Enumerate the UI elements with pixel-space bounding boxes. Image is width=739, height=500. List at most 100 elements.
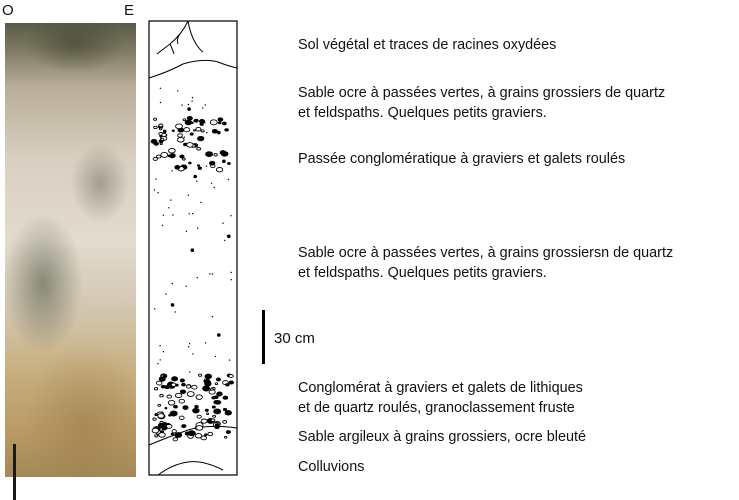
pebble: [195, 434, 201, 438]
pebble: [197, 415, 201, 418]
pebble: [168, 400, 175, 405]
pebble: [159, 124, 163, 127]
sand-dot: [168, 207, 169, 208]
pebble: [212, 406, 215, 408]
pebble: [218, 122, 221, 124]
pebble: [152, 428, 159, 433]
sand-dot: [159, 345, 160, 346]
pebble: [169, 148, 176, 153]
pebble: [173, 438, 177, 441]
sand-dot: [206, 132, 207, 133]
sand-dot: [172, 283, 173, 284]
sand-dot: [224, 240, 225, 241]
sand-dot: [202, 107, 203, 108]
pebble: [170, 154, 175, 158]
pebble: [196, 127, 201, 131]
pebble: [216, 401, 221, 405]
sand-dot: [188, 104, 189, 105]
scale-label: 30 cm: [274, 330, 315, 347]
layer-label-6: Sable argileux à grains grossiers, ocre …: [298, 427, 586, 447]
pebble: [198, 136, 204, 140]
sand-dot: [222, 160, 226, 164]
pebble: [159, 433, 166, 438]
pebble: [214, 154, 217, 156]
pebble: [187, 392, 194, 397]
column-frame: [149, 21, 237, 475]
pebble: [201, 419, 207, 423]
pebble: [176, 124, 183, 129]
pebble: [205, 374, 212, 379]
pebble: [197, 165, 199, 166]
pebble: [153, 418, 156, 420]
pebble: [192, 385, 197, 389]
pebble: [184, 128, 190, 132]
pebble: [172, 430, 176, 433]
sand-dot: [205, 342, 206, 343]
sand-dot: [155, 178, 156, 179]
pebble: [195, 406, 198, 408]
sand-dot: [157, 363, 158, 364]
pebble: [191, 122, 193, 123]
pebble: [157, 381, 162, 385]
pebble: [155, 414, 158, 416]
scale-bar: [262, 310, 265, 364]
pebble: [196, 426, 203, 431]
sand-dot: [197, 277, 198, 278]
sand-dot: [165, 293, 166, 294]
sand-dot: [231, 279, 232, 280]
pebble: [201, 130, 204, 132]
pebble: [222, 122, 226, 125]
pebble: [204, 379, 206, 380]
sand-dot: [192, 97, 193, 98]
sand-dot: [171, 303, 175, 307]
pebble: [155, 435, 158, 437]
pebble: [229, 381, 233, 384]
sand-dot: [154, 189, 155, 190]
pebble: [213, 415, 216, 417]
layer-label-3: Passée conglomératique à graviers et gal…: [298, 149, 625, 169]
pebble: [198, 167, 201, 169]
pebble: [206, 152, 213, 157]
pebble: [153, 157, 157, 160]
pebble: [180, 390, 185, 394]
sand-dot: [160, 102, 161, 103]
pebble: [158, 404, 161, 406]
pebble: [199, 374, 202, 376]
pebble: [175, 433, 182, 438]
pebble: [188, 431, 195, 436]
sand-dot: [160, 88, 161, 89]
pebble: [171, 433, 173, 435]
sand-dot: [196, 180, 197, 181]
pebble: [165, 407, 167, 408]
pebble: [182, 425, 186, 428]
sand-dot: [217, 333, 221, 337]
pebble: [215, 383, 218, 385]
pebble: [205, 381, 211, 385]
sand-dot: [230, 215, 231, 216]
pebble: [171, 383, 175, 386]
sand-dot: [189, 371, 190, 372]
sand-dot: [154, 308, 155, 309]
sand-dot: [222, 223, 223, 224]
pebble: [210, 120, 217, 125]
pebble: [215, 424, 218, 426]
pebble: [223, 408, 226, 410]
pebble: [187, 116, 192, 120]
pebble: [210, 161, 215, 165]
pebble: [175, 393, 181, 397]
pebble: [190, 133, 193, 135]
pebble: [154, 118, 157, 120]
sand-dot: [192, 353, 193, 354]
pebble: [174, 405, 178, 408]
pebble: [220, 151, 226, 155]
pebble: [228, 163, 231, 165]
pebble: [159, 377, 165, 381]
pebble: [159, 128, 162, 130]
sand-dot: [163, 130, 167, 134]
sand-dot: [157, 192, 158, 193]
pebble: [167, 395, 172, 398]
sand-dot: [191, 248, 195, 252]
pebble: [182, 383, 186, 386]
layer-label-5: Conglomérat à graviers et galets de lith…: [298, 378, 583, 418]
sand-dot: [188, 108, 189, 109]
